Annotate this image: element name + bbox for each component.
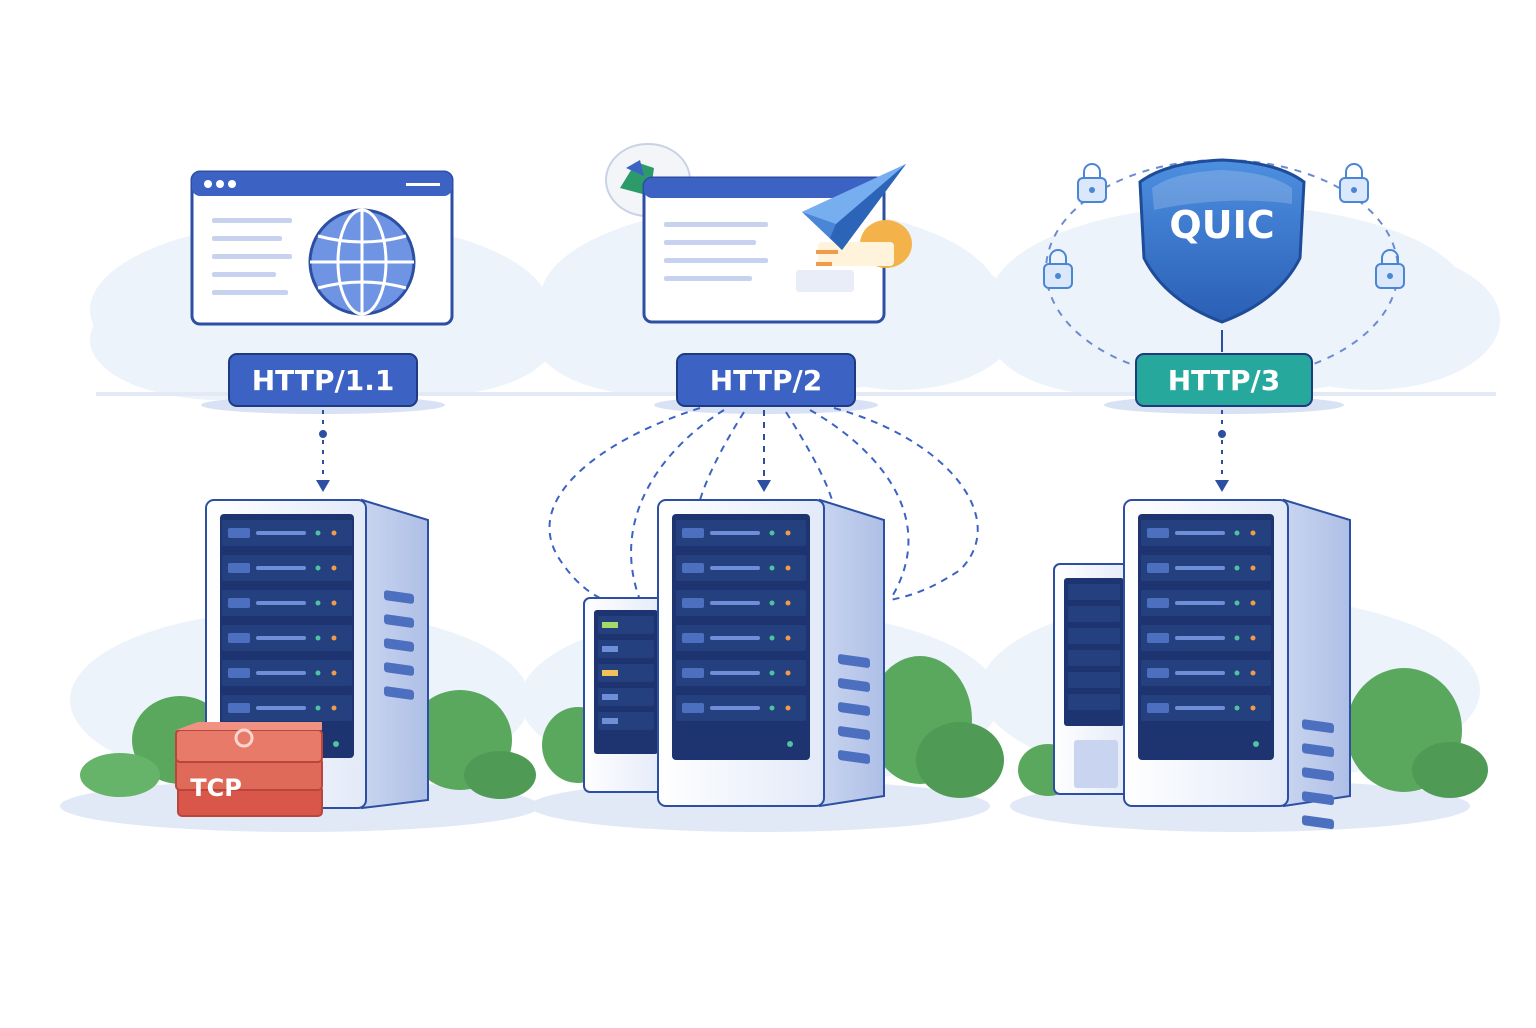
column-http3: QUIC HTTP/3: [1018, 158, 1488, 830]
protocol-label: HTTP/2: [710, 364, 823, 397]
server-tower-3: [1123, 498, 1351, 830]
globe-icon: [308, 208, 416, 316]
lock-icon: [1043, 249, 1073, 289]
column-http1: HTTP/1.1: [80, 170, 536, 817]
connector-arrow-3: [1215, 410, 1229, 492]
http1-badge: HTTP/1.1: [201, 353, 445, 414]
tcp-boxes: TCP: [175, 722, 323, 817]
lock-icon: [1077, 163, 1107, 203]
badge-bg-3: [1135, 353, 1313, 407]
bushes-3: [1018, 668, 1488, 798]
server-tower-2: [657, 498, 885, 808]
lock-icon: [1339, 163, 1369, 203]
quic-shield: QUIC: [1138, 158, 1306, 324]
connector-arrow-1: [316, 410, 330, 492]
http2-badge: HTTP/2: [654, 353, 878, 414]
badge-bg-1: [228, 353, 418, 407]
server-tower-3-back: [1053, 563, 1135, 795]
column-http2: HTTP/2: [542, 143, 1004, 808]
server-tower-1: [205, 498, 429, 810]
tcp-label: TCP: [190, 774, 242, 802]
badge-bg-2: [676, 353, 856, 407]
lock-icon: [1375, 249, 1405, 289]
server-tower-2-back: [583, 597, 669, 793]
paper-plane-icon: [802, 164, 912, 268]
multiplexed-streams: [548, 407, 979, 607]
protocol-label: HTTP/1.1: [252, 364, 395, 397]
quic-label: QUIC: [1169, 203, 1274, 247]
http3-badge: HTTP/3: [1104, 353, 1344, 414]
protocol-label: HTTP/3: [1168, 364, 1281, 397]
connector-arrow-2: [757, 410, 771, 492]
